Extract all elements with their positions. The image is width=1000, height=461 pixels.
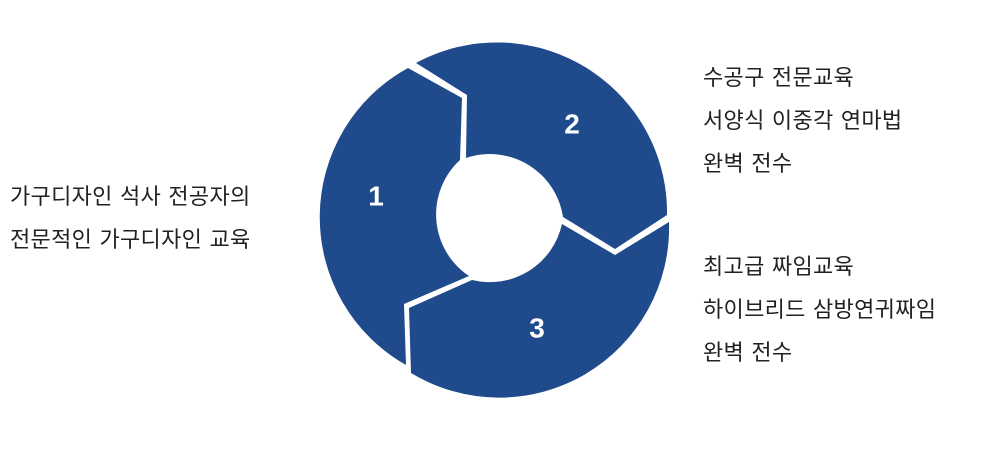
segment-1-caption-line: 가구디자인 석사 전공자의 <box>10 185 251 210</box>
segment-3-number: 3 <box>529 312 545 343</box>
segment-2-caption-line: 수공구 전문교육 <box>703 66 855 91</box>
segment-1-number: 1 <box>368 180 384 211</box>
segment-3-caption-line: 최고급 짜임교육 <box>703 255 855 280</box>
segment-3-caption-line: 완벽 전수 <box>703 341 793 366</box>
segment-3-shape <box>409 222 670 398</box>
segment-2-caption-line: 서양식 이중각 연마법 <box>703 109 903 134</box>
segment-3-caption-line: 하이브리드 삼방연귀짜임 <box>703 298 937 323</box>
segment-3-caption: 최고급 짜임교육 하이브리드 삼방연귀짜임 완벽 전수 <box>703 246 936 375</box>
segment-2-caption: 수공구 전문교육 서양식 이중각 연마법 완벽 전수 <box>703 57 902 186</box>
segment-1-caption: 가구디자인 석사 전공자의 전문적인 가구디자인 교육 <box>10 176 251 262</box>
segment-2-caption-line: 완벽 전수 <box>703 152 793 177</box>
segment-1-caption-line: 전문적인 가구디자인 교육 <box>10 228 251 253</box>
segment-2-number: 2 <box>564 108 580 139</box>
segment-1-shape <box>319 68 469 365</box>
segment-2-shape <box>416 42 668 249</box>
